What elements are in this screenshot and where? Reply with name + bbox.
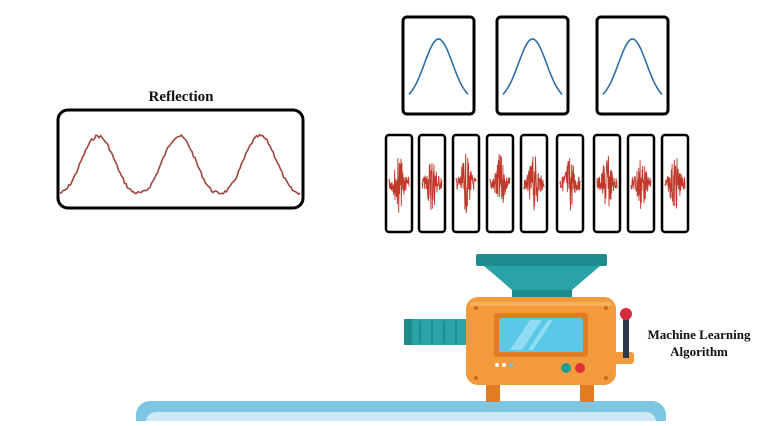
gaussian-panels <box>403 17 668 114</box>
indicator-light <box>495 363 499 367</box>
indicator-light <box>509 363 513 367</box>
funnel-hopper-icon <box>476 254 607 299</box>
machine-label-line1: Machine Learning <box>632 326 766 343</box>
noise-panels <box>386 135 688 232</box>
reflection-title: Reflection <box>58 89 304 106</box>
gaussian-frame <box>403 17 474 114</box>
hopper-rim <box>476 254 607 266</box>
machine-button-teal <box>561 363 571 373</box>
gaussian-frame <box>497 17 568 114</box>
lever-stick <box>623 318 629 358</box>
bolt <box>474 306 478 310</box>
machine-button-red <box>575 363 585 373</box>
conveyor-inner <box>146 412 656 421</box>
conveyor-belt-icon <box>136 401 666 421</box>
machine-label-line2: Algorithm <box>632 343 766 360</box>
gaussian-frame <box>597 17 668 114</box>
reflection-frame <box>58 110 303 208</box>
machine-highlight <box>470 302 612 306</box>
intake-pipe-icon <box>404 319 468 345</box>
intake-pipe-cap <box>404 319 412 345</box>
intake-pipe <box>404 319 468 345</box>
indicator-light <box>502 363 506 367</box>
bolt <box>604 376 608 380</box>
machine-label: Machine Learning Algorithm <box>632 326 766 360</box>
reflection-panel <box>58 110 303 208</box>
ml-machine-icon <box>404 254 634 402</box>
hopper-cone <box>484 266 600 290</box>
bolt <box>604 306 608 310</box>
lever-knob <box>620 308 632 320</box>
bolt <box>474 376 478 380</box>
